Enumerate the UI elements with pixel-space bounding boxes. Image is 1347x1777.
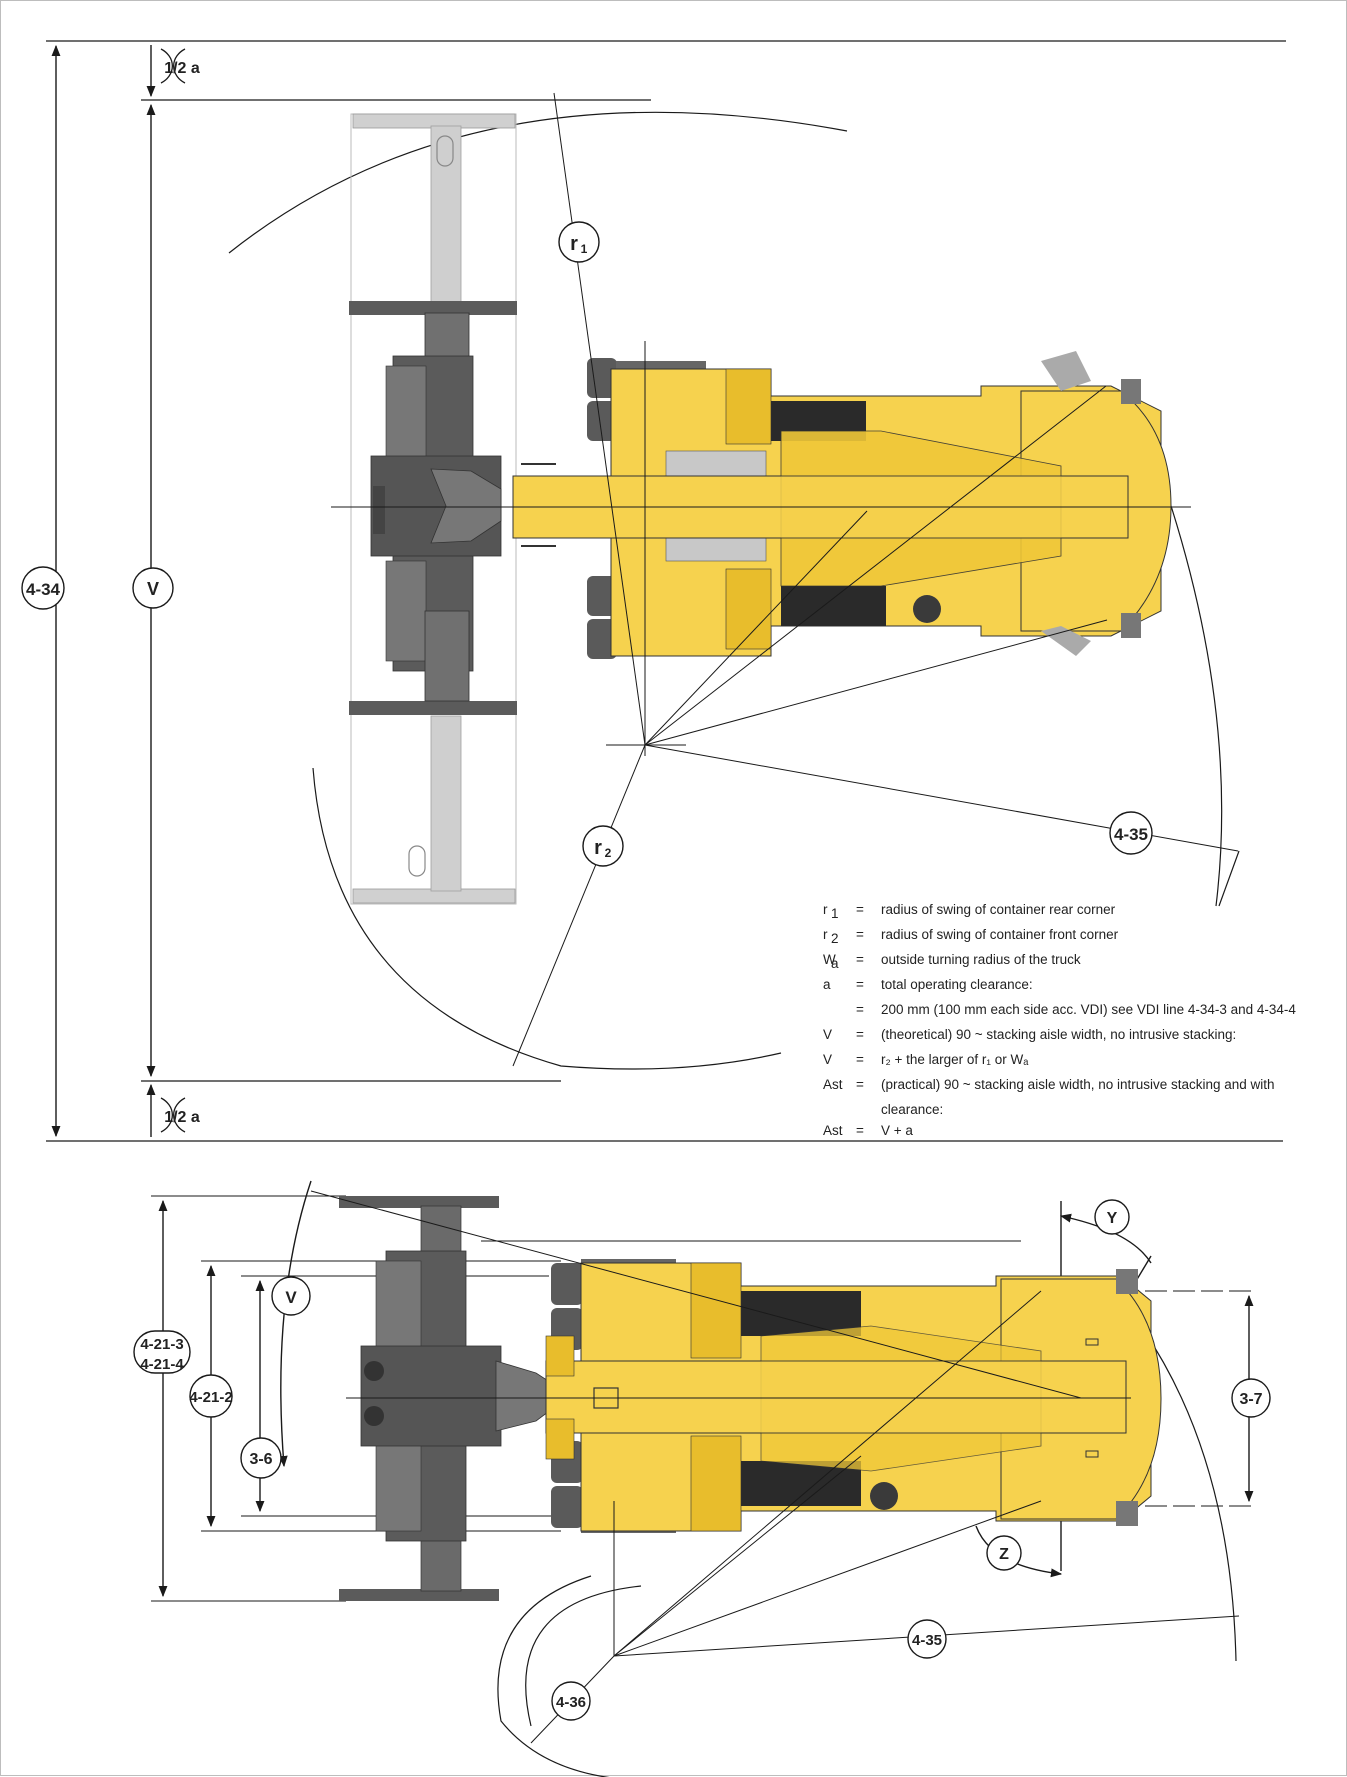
legend-equals: = xyxy=(856,1027,864,1042)
legend-text: (theoretical) 90 ~ stacking aisle width,… xyxy=(881,1027,1236,1042)
svg-text:4-35: 4-35 xyxy=(912,1632,942,1649)
legend-text: V + a xyxy=(881,1123,913,1138)
svg-text:Y: Y xyxy=(1107,1210,1118,1227)
svg-text:4-21-4: 4-21-4 xyxy=(140,1356,184,1373)
label-4-36: 4-36 xyxy=(551,1681,591,1721)
svg-text:3-7: 3-7 xyxy=(1239,1391,1262,1408)
legend-symbol: r xyxy=(823,902,828,917)
label-r1: r 1 xyxy=(558,221,600,263)
bottom-view: 4-21-3 4-21-4 4-21-2 3-6 V Y 3-7 Z xyxy=(133,1180,1271,1777)
label-4-35-bottom: 4-35 xyxy=(907,1619,947,1659)
svg-text:r: r xyxy=(570,233,578,255)
legend-text: clearance: xyxy=(881,1102,943,1117)
legend-equals: = xyxy=(856,952,864,967)
legend-equals: = xyxy=(856,1123,864,1138)
svg-text:1: 1 xyxy=(581,242,588,256)
bottom-truck-body xyxy=(545,1259,1162,1533)
legend-equals: = xyxy=(856,1077,864,1092)
label-4-34: 4-34 xyxy=(21,566,65,610)
legend-text: (practical) 90 ~ stacking aisle width, n… xyxy=(881,1077,1275,1092)
svg-text:1/2 a: 1/2 a xyxy=(164,60,200,77)
legend-symbol: V xyxy=(823,1027,832,1042)
legend-equals: = xyxy=(856,1052,864,1067)
label-y: Y xyxy=(1094,1199,1130,1235)
svg-text:2: 2 xyxy=(605,846,612,860)
label-r2: r 2 xyxy=(582,825,624,867)
legend-symbol: a xyxy=(823,977,831,992)
svg-text:4-21-2: 4-21-2 xyxy=(189,1389,232,1406)
legend-text: radius of swing of container front corne… xyxy=(881,927,1119,942)
legend-symbol: W xyxy=(823,952,836,967)
top-view: 4-34 V 1/2 a 1/2 a r 1 r 2 4-35 xyxy=(21,40,1296,1142)
legend-symbol-subscript: a xyxy=(831,956,839,971)
legend-symbol-subscript: 1 xyxy=(831,906,839,921)
svg-text:4-21-3: 4-21-3 xyxy=(140,1336,183,1353)
top-reference-lines xyxy=(46,40,1286,1142)
label-half-a-bottom: 1/2 a xyxy=(160,1097,200,1133)
legend-text: outside turning radius of the truck xyxy=(881,952,1081,967)
label-v-top: V xyxy=(132,567,174,609)
bottom-construction-lines xyxy=(310,1190,1240,1744)
legend-text: 200 mm (100 mm each side acc. VDI) see V… xyxy=(881,1002,1296,1017)
legend-symbol: Ast xyxy=(823,1077,843,1092)
svg-text:4-34: 4-34 xyxy=(26,580,61,599)
legend-equals: = xyxy=(856,1002,864,1017)
label-3-6: 3-6 xyxy=(240,1437,282,1479)
svg-text:3-6: 3-6 xyxy=(249,1451,272,1468)
legend-symbol-subscript: 2 xyxy=(831,931,839,946)
svg-text:r: r xyxy=(594,837,602,859)
label-4-35-top: 4-35 xyxy=(1109,811,1153,855)
legend-symbol: V xyxy=(823,1052,832,1067)
svg-text:V: V xyxy=(147,579,159,599)
svg-text:Z: Z xyxy=(999,1546,1009,1563)
svg-text:1/2 a: 1/2 a xyxy=(164,1109,200,1126)
label-v-bottom: V xyxy=(271,1276,311,1316)
legend-text: radius of swing of container rear corner xyxy=(881,902,1116,917)
legend-symbol: r xyxy=(823,927,828,942)
svg-text:4-35: 4-35 xyxy=(1114,825,1148,844)
label-4-21-2: 4-21-2 xyxy=(189,1374,233,1418)
svg-text:V: V xyxy=(285,1288,297,1307)
top-truck-body xyxy=(512,351,1172,659)
legend-equals: = xyxy=(856,927,864,942)
legend-text: r₂ + the larger of r₁ or Wₐ xyxy=(881,1052,1029,1067)
label-3-7: 3-7 xyxy=(1231,1378,1271,1418)
bottom-spreader xyxy=(339,1196,557,1601)
label-half-a-top: 1/2 a xyxy=(160,48,200,84)
legend-equals: = xyxy=(856,902,864,917)
legend-equals: = xyxy=(856,977,864,992)
label-z: Z xyxy=(986,1535,1022,1571)
top-spreader-frame xyxy=(349,301,556,715)
svg-text:4-36: 4-36 xyxy=(556,1694,586,1711)
label-4-21-3: 4-21-3 4-21-4 xyxy=(133,1330,191,1374)
legend-symbol: Ast xyxy=(823,1123,843,1138)
legend-text: total operating clearance: xyxy=(881,977,1033,992)
